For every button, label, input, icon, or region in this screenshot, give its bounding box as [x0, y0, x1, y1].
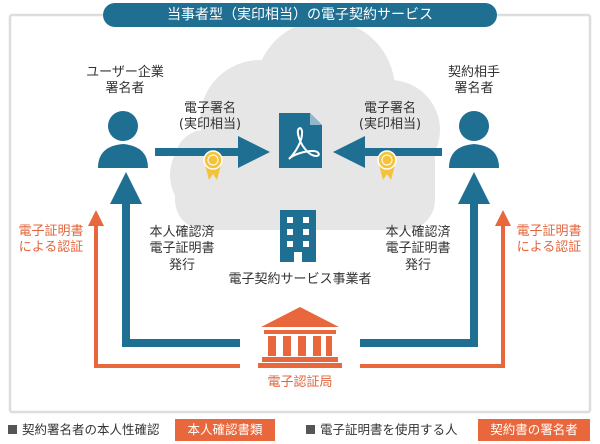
legend-square-icon — [306, 425, 315, 434]
signature-line2: (実印相当) — [358, 117, 422, 133]
issuance-arrow-right — [360, 172, 490, 347]
signature-label-right: 電子署名 (実印相当) — [345, 101, 435, 134]
issuance-arrow-left — [110, 172, 240, 347]
issuance-label-left: 本人確認済 電子証明書 発行 — [137, 225, 227, 274]
left-party-line1: ユーザー企業 — [86, 65, 164, 80]
left-party-label: ユーザー企業 署名者 — [70, 65, 180, 98]
auth-arrow-left — [88, 210, 240, 368]
cert-auth-label-left: 電子証明書 による認証 — [12, 224, 90, 257]
person-icon — [98, 111, 148, 168]
cert-auth-line2: による認証 — [516, 240, 582, 256]
cert-auth-label-right: 電子証明書 による認証 — [510, 224, 588, 257]
building-icon — [280, 210, 316, 262]
right-party-line2: 署名者 — [454, 81, 494, 97]
pdf-document-icon — [279, 113, 322, 168]
person-icon — [449, 111, 499, 168]
issuance-label-right: 本人確認済 電子証明書 発行 — [373, 225, 463, 274]
left-party-line2: 署名者 — [105, 81, 145, 97]
issuance-line2: 電子証明書 — [149, 241, 215, 257]
signature-label-left: 電子署名 (実印相当) — [165, 101, 255, 134]
bank-icon — [258, 307, 342, 368]
legend-box-contract-signer: 契約書の署名者 — [478, 419, 590, 441]
signature-line1: 電子署名 — [363, 101, 416, 116]
right-party-line1: 契約相手 — [447, 65, 500, 80]
cert-auth-line2: による認証 — [18, 240, 84, 256]
page-title: 当事者型（実印相当）の電子契約サービス — [103, 3, 497, 27]
certification-authority-label: 電子認証局 — [267, 375, 333, 390]
legend-box-identity-document: 本人確認書類 — [175, 419, 275, 441]
auth-arrow-right — [360, 210, 511, 368]
legend-item-cert-user-text: 電子証明書を使用する人 — [320, 422, 458, 437]
issuance-line1: 本人確認済 — [385, 225, 451, 240]
medal-icon — [377, 150, 397, 180]
medal-icon — [203, 150, 223, 180]
signature-line1: 電子署名 — [183, 101, 236, 116]
legend-item-cert-user: 電子証明書を使用する人 — [306, 419, 458, 441]
service-provider-label: 電子契約サービス事業者 — [228, 272, 372, 287]
issuance-line2: 電子証明書 — [385, 241, 451, 257]
legend-item-identity-text: 契約署名者の本人性確認 — [22, 422, 160, 437]
cert-auth-line1: 電子証明書 — [516, 224, 582, 239]
legend-item-identity: 契約署名者の本人性確認 — [8, 419, 160, 441]
issuance-line1: 本人確認済 — [149, 225, 215, 240]
signature-line2: (実印相当) — [178, 117, 242, 133]
right-party-label: 契約相手 署名者 — [424, 65, 524, 98]
legend-square-icon — [8, 425, 17, 434]
cert-auth-line1: 電子証明書 — [18, 224, 84, 239]
issuance-line3: 発行 — [168, 257, 195, 273]
issuance-line3: 発行 — [404, 257, 431, 273]
